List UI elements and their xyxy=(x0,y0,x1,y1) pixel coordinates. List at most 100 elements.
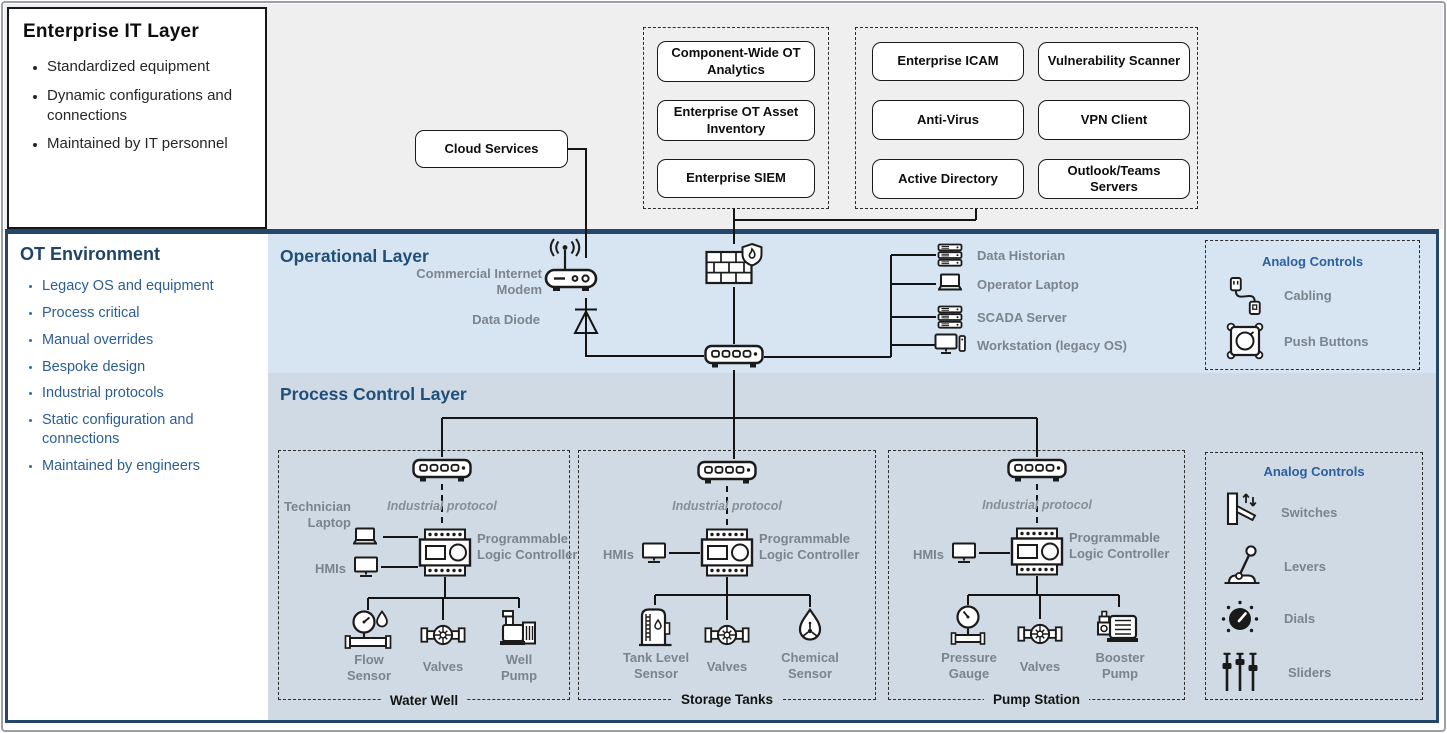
hmis-label: HMIs xyxy=(912,547,944,562)
server-icon xyxy=(937,305,963,329)
monitor-icon xyxy=(354,556,378,577)
server-icon xyxy=(937,243,963,267)
chemical-sensor-label: Chemical Sensor xyxy=(781,650,839,681)
chemical-sensor-icon xyxy=(798,608,822,641)
enterprise-it-title: Enterprise IT Layer xyxy=(23,21,199,42)
push-button-icon xyxy=(1226,322,1264,360)
ot-tools-group: Component-Wide OT Analytics Enterprise O… xyxy=(643,27,829,209)
node-anti-virus: Anti-Virus xyxy=(872,100,1024,140)
push-buttons-label: Push Buttons xyxy=(1284,334,1369,349)
dials-label: Dials xyxy=(1284,611,1316,626)
plc-icon xyxy=(418,528,472,577)
node-enterprise-siem: Enterprise SIEM xyxy=(657,159,815,198)
data-diode-label: Data Diode xyxy=(472,312,540,327)
ot-environment-title: OT Environment xyxy=(20,244,161,264)
plc-label: Programmable Logic Controller xyxy=(759,531,860,562)
node-vpn-client: VPN Client xyxy=(1038,100,1190,140)
analog-controls-title: Analog Controls xyxy=(1261,254,1364,269)
ot-bullet: Static configuration and connections xyxy=(42,411,274,449)
switches-label: Switches xyxy=(1281,505,1338,520)
hmis-label: HMIs xyxy=(314,561,346,576)
it-bullet: Maintained by IT personnel xyxy=(47,134,265,154)
laptop-icon xyxy=(352,527,378,545)
tank-level-sensor-icon xyxy=(637,608,673,647)
firewall-icon xyxy=(705,242,763,285)
analog-controls-title: Analog Controls xyxy=(1263,464,1365,479)
industrial-protocol-label: Industrial protocol xyxy=(982,498,1092,512)
pump-station-caption: Pump Station xyxy=(984,692,1089,709)
water-well-caption: Water Well xyxy=(380,693,468,710)
technician-laptop-label: Technician Laptop xyxy=(284,499,351,530)
network-switch-icon xyxy=(697,460,757,485)
hmis-label: HMIs xyxy=(602,547,634,562)
network-switch-icon xyxy=(704,344,764,369)
plc-label: Programmable Logic Controller xyxy=(477,531,578,562)
levers-label: Levers xyxy=(1284,559,1326,574)
analog-controls-operational: Analog Controls Cabling Push Buttons xyxy=(1205,240,1420,370)
valves-label: Valves xyxy=(706,659,748,674)
pressure-gauge-icon xyxy=(950,605,986,646)
monitor-icon xyxy=(952,542,976,563)
ot-bullet: Process critical xyxy=(42,304,274,323)
modem-label: Commercial Internet Modem xyxy=(416,266,542,297)
operational-layer-title: Operational Layer xyxy=(280,246,429,266)
network-switch-icon xyxy=(412,458,472,483)
ot-bullet: Bespoke design xyxy=(42,358,274,377)
well-pump-icon xyxy=(498,609,537,647)
workstation-label: Workstation (legacy OS) xyxy=(977,338,1128,353)
it-bullet: Dynamic configurations and connections xyxy=(47,86,265,126)
node-cloud-services: Cloud Services xyxy=(415,130,568,168)
node-ot-asset-inventory: Enterprise OT Asset Inventory xyxy=(657,100,815,141)
laptop-icon xyxy=(937,273,963,291)
cabling-icon xyxy=(1229,277,1261,315)
flow-sensor-label: Flow Sensor xyxy=(346,652,392,683)
valves-label: Valves xyxy=(422,659,464,674)
ot-bullet: Manual overrides xyxy=(42,331,274,350)
process-control-layer-title: Process Control Layer xyxy=(280,384,467,404)
storage-tanks-caption: Storage Tanks xyxy=(671,692,783,709)
dials-icon xyxy=(1220,599,1260,634)
tank-level-sensor-label: Tank Level Sensor xyxy=(622,650,690,681)
node-enterprise-icam: Enterprise ICAM xyxy=(872,42,1024,81)
plc-icon xyxy=(1010,527,1064,576)
data-historian-label: Data Historian xyxy=(977,248,1066,263)
industrial-protocol-label: Industrial protocol xyxy=(387,499,497,513)
analog-controls-process: Analog Controls Switches Levers Dials Sl… xyxy=(1205,452,1423,700)
storage-tanks-caption-wrap: Storage Tanks xyxy=(578,692,876,709)
industrial-protocol-label: Industrial protocol xyxy=(672,499,782,513)
booster-pump-label: Booster Pump xyxy=(1095,650,1145,681)
scada-server-label: SCADA Server xyxy=(977,310,1067,325)
node-outlook-teams: Outlook/Teams Servers xyxy=(1038,159,1190,199)
ot-bullet: Maintained by engineers xyxy=(42,457,274,476)
plc-icon xyxy=(700,528,754,577)
node-ot-analytics: Component-Wide OT Analytics xyxy=(657,41,815,82)
valve-icon xyxy=(420,624,466,646)
node-active-directory: Active Directory xyxy=(872,159,1024,199)
operator-laptop-label: Operator Laptop xyxy=(977,277,1079,292)
monitor-icon xyxy=(642,542,666,563)
modem-icon xyxy=(544,237,598,293)
pump-station-caption-wrap: Pump Station xyxy=(888,692,1185,709)
workstation-icon xyxy=(934,333,966,354)
enterprise-it-bullets: Standardized equipment Dynamic configura… xyxy=(23,57,265,154)
well-pump-label: Well Pump xyxy=(500,652,538,683)
ot-environment-panel: OT Environment Legacy OS and equipment P… xyxy=(20,244,260,484)
flow-sensor-icon xyxy=(344,610,392,650)
ot-bullet: Legacy OS and equipment xyxy=(42,277,274,296)
levers-icon xyxy=(1223,545,1261,585)
it-services-group: Enterprise ICAM Vulnerability Scanner An… xyxy=(855,27,1198,209)
ot-environment-bullets: Legacy OS and equipment Process critical… xyxy=(20,277,274,476)
pressure-gauge-label: Pressure Gauge xyxy=(941,650,997,681)
valve-icon xyxy=(1017,623,1063,645)
booster-pump-icon xyxy=(1096,610,1140,644)
sliders-label: Sliders xyxy=(1288,665,1332,680)
ot-environment-border xyxy=(5,229,1439,723)
plc-label: Programmable Logic Controller xyxy=(1069,530,1170,561)
cabling-label: Cabling xyxy=(1284,288,1332,303)
it-bullet: Standardized equipment xyxy=(47,57,265,77)
valve-icon xyxy=(704,624,750,646)
valves-label: Valves xyxy=(1019,659,1061,674)
network-switch-icon xyxy=(1007,458,1067,483)
